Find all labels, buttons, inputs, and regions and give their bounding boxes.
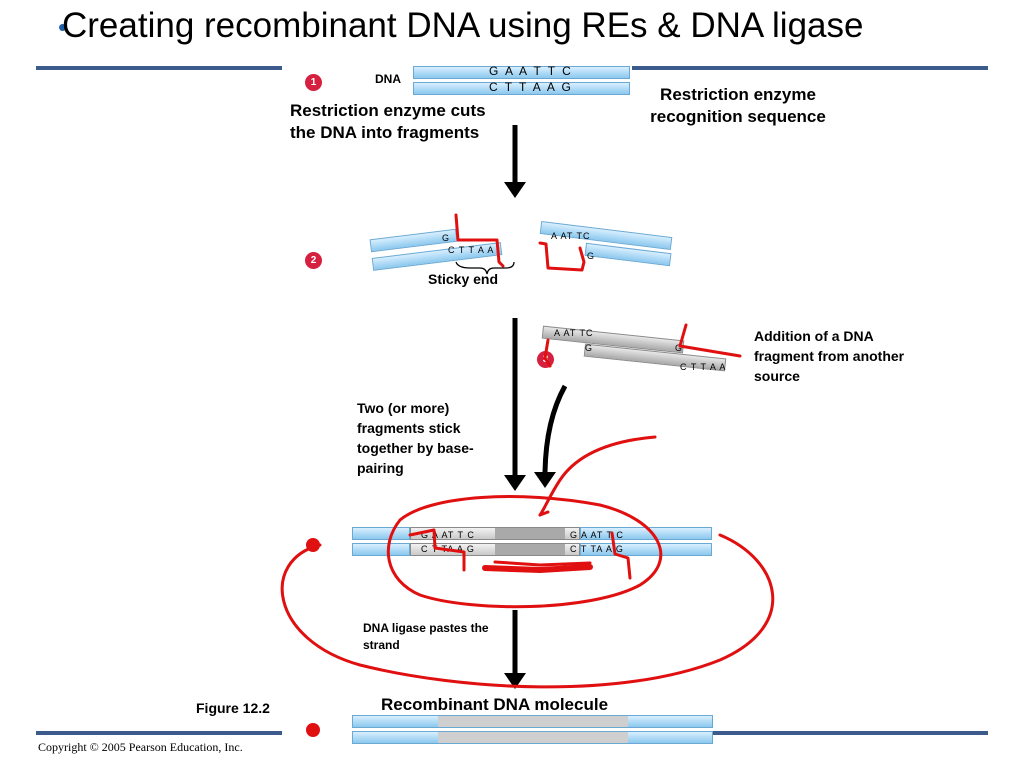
step2-right-top-sticky: A AT TC <box>551 231 591 241</box>
step3-g-left: G <box>585 343 594 353</box>
arrow-step2-to-4 <box>504 318 526 491</box>
step1-cut-text: Restriction enzyme cuts the DNA into fra… <box>290 101 486 142</box>
step3-bottom-sticky: C T T A A <box>680 362 727 372</box>
step1-bottom-sequence: C T T A A G <box>489 80 573 94</box>
step2-left-top-base: G <box>442 233 451 243</box>
copyright-text: Copyright © 2005 Pearson Education, Inc. <box>38 740 243 754</box>
bottom-rule-right <box>712 731 988 735</box>
red-annotations <box>280 213 775 737</box>
step2-right-bottom-base: G <box>587 251 596 261</box>
step4-left-top-seq: G A AT T C <box>421 530 475 540</box>
recombinant-dna-label: Recombinant DNA molecule <box>381 695 609 714</box>
sticky-end-label: Sticky end <box>428 271 499 287</box>
step3-top-sticky: A AT TC <box>554 328 594 338</box>
title-bullet: • <box>58 12 68 42</box>
bottom-rule-left <box>36 731 282 735</box>
arrow-step1-to-2 <box>504 125 526 198</box>
figure-label: Figure 12.2 <box>196 700 270 716</box>
dna-label: DNA <box>375 72 401 86</box>
arrow-step4-to-5 <box>504 610 526 689</box>
fragments-stick-label: Two (or more) fragments stick together b… <box>357 400 474 476</box>
recombinant-gray-insert-bottom <box>438 732 628 743</box>
slide-title: Creating recombinant DNA using REs & DNA… <box>62 6 864 45</box>
top-rule-right <box>632 66 988 70</box>
top-rule-left <box>36 66 282 70</box>
step1-top-strand <box>413 66 630 79</box>
step4-gray-core-top <box>495 528 565 539</box>
step4-blue-left-bottom <box>352 543 410 556</box>
step-1-badge: 1 <box>305 74 322 91</box>
dna-ligase-label: DNA ligase pastes the strand <box>363 621 489 652</box>
arrow-step3-to-4 <box>534 384 568 488</box>
recombinant-gray-insert-top <box>438 716 628 727</box>
step1-top-sequence: G A A T T C <box>489 64 573 78</box>
step4-right-bottom-seq: C T TA A G <box>570 544 624 554</box>
step-2-badge: 2 <box>305 252 322 269</box>
step4-blue-left-top <box>352 527 410 540</box>
recognition-sequence-label: Restriction enzyme recognition sequence <box>650 85 826 126</box>
step1-bottom-strand <box>413 82 630 95</box>
step2-left-bottom-sticky: C T T A A <box>448 245 495 255</box>
sticky-end-brace <box>455 261 515 275</box>
step4-right-top-seq: G A AT T C <box>570 530 624 540</box>
step3-g-right: G <box>675 343 684 353</box>
step4-gray-core-bottom <box>495 544 565 555</box>
addition-of-dna-label: Addition of a DNA fragment from another … <box>754 328 905 384</box>
